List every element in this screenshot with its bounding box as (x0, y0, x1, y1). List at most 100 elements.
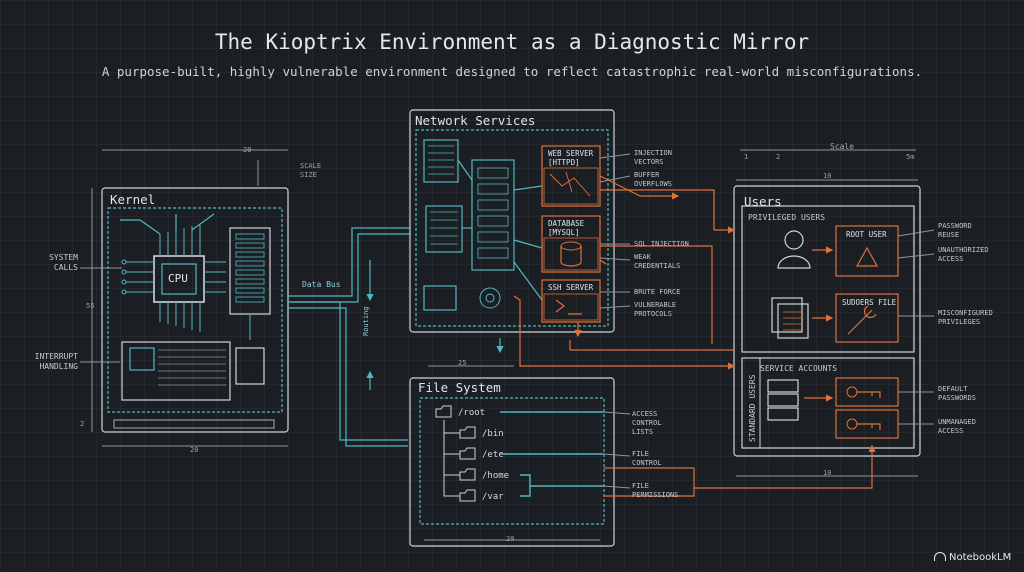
note-misconfigured-privileges: MISCONFIGURED PRIVILEGES (938, 309, 993, 326)
gear-icon-hub (485, 293, 495, 303)
net-link-a (457, 159, 473, 181)
scale-tick-2: 2 (776, 153, 781, 161)
data-bus-lower-a (288, 301, 408, 441)
database-icon-top (560, 241, 582, 251)
doc-stack-back (771, 297, 803, 333)
switch-port-4 (477, 231, 509, 243)
note-default-passwords: DEFAULT PASSWORDS (938, 385, 976, 402)
web-server-icon-frame (543, 167, 599, 205)
flow-ssh-users (569, 340, 734, 351)
web-server-label: WEB SERVER [HTTPD] (548, 149, 594, 167)
kernel-inner-frame (107, 207, 283, 413)
switch-port-3 (477, 215, 509, 227)
filesystem-inner-frame (419, 397, 605, 525)
memory-cell-1 (235, 242, 265, 249)
users-panel (733, 185, 921, 457)
server-icon-3 (767, 407, 799, 421)
privileged-users-title: PRIVILEGED USERS (748, 213, 826, 222)
note-access-control: ACCESS CONTROL LISTS (632, 410, 662, 436)
gear-icon (479, 287, 501, 309)
note-injection-vectors: INJECTION VECTORS (634, 149, 672, 166)
io-board (121, 341, 231, 401)
cpu-die (161, 263, 197, 295)
filesystem-dim-bottom: 20 (506, 535, 515, 543)
folder-icon-1 (459, 426, 476, 439)
note-weak-credentials: WEAK CREDENTIALS (634, 253, 681, 270)
flow-db-down (600, 245, 713, 344)
leader-password-reuse (897, 229, 935, 237)
data-bus-upper-b (288, 233, 410, 303)
service-accounts-panel (741, 357, 915, 449)
note-sql-injection: SQL INJECTION (634, 240, 689, 248)
data-bus-lower-b (288, 307, 408, 447)
leader-acl (603, 411, 631, 415)
page-subtitle: A purpose-built, highly vulnerable envir… (101, 64, 923, 79)
switch-port-5 (477, 247, 509, 259)
standard-users-label: STANDARD USERS (748, 374, 757, 442)
cpu-label: CPU (168, 272, 188, 285)
data-bus-label: Data Bus (302, 280, 341, 289)
filesystem-panel (409, 377, 615, 547)
brand-name: NotebookLM (949, 552, 1012, 563)
io-chip (129, 347, 155, 371)
leader-file-control (603, 453, 631, 457)
note-password-reuse: PASSWORD REUSE (938, 222, 972, 239)
leader-buffer (599, 175, 631, 183)
users-dim-bottom: 10 (823, 469, 832, 477)
net-link-e (513, 261, 543, 301)
scale-tick-5m: 5m (906, 153, 915, 161)
ssh-server-box (541, 279, 601, 323)
note-file-permissions: FILE PERMISSIONS (632, 482, 679, 499)
sudoers-label: SUDOERS FILE (842, 298, 897, 307)
note-vulnerable-protocols: VULNERABLE PROTOCOLS (634, 301, 677, 318)
fs-tree-lines (443, 420, 460, 497)
net-link-d (513, 239, 543, 249)
note-file-control: FILE CONTROL (632, 450, 662, 467)
flow-net-service (513, 295, 736, 370)
data-bus-upper-a (288, 227, 410, 297)
kernel-dim-small: 2 (80, 420, 85, 428)
users-scale-label: Scale (830, 142, 855, 151)
kernel-title: Kernel (110, 192, 156, 207)
server-icon-2 (767, 393, 799, 407)
note-unmanaged-access: UNMANAGED ACCESS (938, 418, 976, 435)
switch-column (471, 159, 515, 271)
memory-cell-4 (235, 269, 265, 276)
leader-weak (599, 257, 631, 261)
kernel-dim-side: 55 (86, 302, 95, 310)
person-icon-head (784, 230, 804, 250)
server-icon-1 (767, 379, 799, 393)
flow-db-stub (599, 259, 607, 265)
database-icon-frame (543, 237, 599, 271)
flow-web-users (600, 189, 736, 234)
routing-label: Routing (362, 306, 370, 336)
root-user-label: ROOT USER (846, 230, 887, 239)
dir-bin: /bin (482, 429, 504, 439)
rack-c (423, 285, 457, 311)
note-unauthorized-access: UNAUTHORIZED ACCESS (938, 246, 989, 263)
rack-b (425, 205, 463, 253)
ssh-icon-frame (543, 293, 599, 321)
key-icon-a-bow (846, 386, 858, 398)
database-label: DATABASE [MYSQL] (548, 219, 585, 237)
folder-icon-2 (459, 447, 476, 460)
io-connector (235, 347, 265, 385)
person-icon-body (777, 255, 811, 269)
broken-glass-icon (549, 171, 591, 197)
dir-home: /home (482, 471, 510, 481)
flow-fs-var (604, 488, 695, 497)
fs-home-var-bracket (520, 474, 604, 497)
terminal-icon (555, 299, 582, 315)
switch-port-1 (477, 183, 509, 195)
network-title: Network Services (415, 113, 536, 128)
key-icon-a-shaft (857, 391, 881, 398)
memory-cell-5 (235, 278, 265, 285)
net-link-c (513, 185, 543, 191)
kernel-dim-bottom: 20 (190, 446, 199, 454)
cpu-pin-left-node-2 (121, 279, 127, 285)
filesystem-title: File System (418, 380, 501, 395)
scale-tick-1: 1 (744, 153, 749, 161)
sudoers-box (835, 293, 899, 343)
folder-icon-3 (459, 468, 476, 481)
